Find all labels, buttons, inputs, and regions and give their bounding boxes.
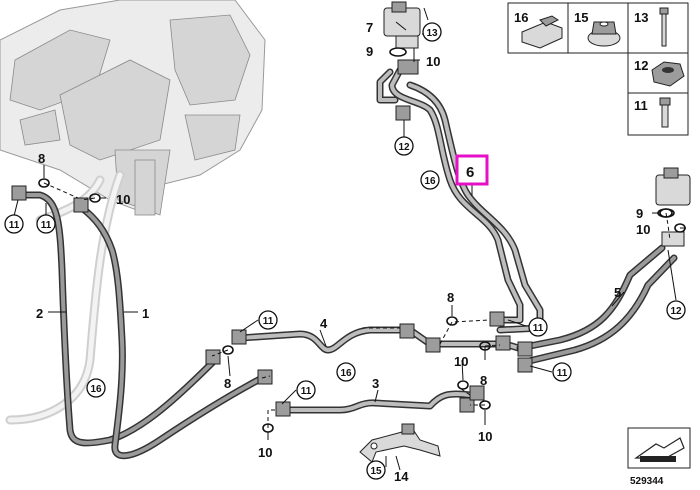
- seal-ring: [389, 47, 407, 57]
- diagram-reference-box: 529344: [627, 427, 691, 487]
- circled-16-c: 16: [420, 170, 440, 190]
- fittings: [11, 105, 533, 417]
- label-2: 2: [36, 306, 43, 321]
- svg-text:16: 16: [90, 384, 102, 395]
- legend-cell-11: [627, 92, 689, 136]
- legend-16-label: 16: [514, 10, 528, 25]
- legend-12-label: 12: [634, 58, 648, 73]
- o-rings: [38, 178, 686, 433]
- svg-text:16: 16: [340, 368, 352, 379]
- label-10-left: 10: [116, 192, 130, 207]
- label-10-top: 10: [426, 54, 440, 69]
- pipe-4: [236, 326, 529, 354]
- legend-11-label: 11: [634, 98, 648, 113]
- svg-text:12: 12: [670, 306, 682, 317]
- svg-text:12: 12: [398, 142, 410, 153]
- hose-2: [14, 191, 219, 447]
- circled-11-b: 11: [36, 214, 56, 234]
- circled-16-b: 16: [336, 362, 356, 382]
- label-8-top: 8: [447, 290, 454, 305]
- label-1: 1: [142, 306, 149, 321]
- hose-5: [516, 244, 678, 366]
- label-6: 6: [466, 164, 474, 181]
- highlight-box: [455, 154, 489, 186]
- legend-13-label: 13: [634, 10, 648, 25]
- svg-text:11: 11: [263, 316, 274, 327]
- nut-12-icon: [651, 61, 685, 87]
- number-labels: 1 2 3 4 5 7 8 8 8 8 9 9 10 10 10 10 10 1…: [36, 20, 650, 484]
- label-14: 14: [394, 469, 409, 484]
- circled-11-f: 11: [552, 362, 572, 382]
- label-8-left: 8: [38, 151, 45, 166]
- circled-12-a: 12: [394, 136, 414, 156]
- legend-cell-13: [627, 2, 689, 54]
- label-10-right: 10: [636, 222, 650, 237]
- label-9-right: 9: [636, 206, 643, 221]
- svg-text:11: 11: [9, 220, 20, 231]
- highlight-label-6[interactable]: 6: [455, 154, 489, 186]
- hose-1: [78, 204, 266, 460]
- valve-right: [655, 167, 691, 247]
- valve-7: [383, 1, 421, 75]
- label-8-right: 8: [480, 373, 487, 388]
- label-10-bottom-right: 10: [478, 429, 492, 444]
- svg-text:16: 16: [424, 176, 436, 187]
- nut-15-icon: [587, 21, 621, 47]
- label-10-mid: 10: [454, 354, 468, 369]
- diagram-id: 529344: [630, 476, 664, 487]
- legend-panel: 16 15 13 12 11: [507, 2, 689, 136]
- bolt-13-icon: [659, 7, 669, 47]
- label-7: 7: [366, 20, 373, 35]
- engine-block: [0, 0, 266, 216]
- bracket-14: [359, 423, 441, 463]
- pipe-3: [276, 388, 484, 414]
- circled-11-e: 11: [528, 317, 548, 337]
- legend-15-label: 15: [574, 10, 588, 25]
- circled-16-a: 16: [86, 378, 106, 398]
- svg-text:13: 13: [426, 28, 438, 39]
- svg-text:15: 15: [370, 466, 382, 477]
- circled-12-b: 12: [666, 300, 686, 320]
- circled-11-d: 11: [296, 380, 316, 400]
- label-4: 4: [320, 316, 328, 331]
- label-8-mid: 8: [224, 376, 231, 391]
- circled-13: 13: [422, 22, 442, 42]
- svg-text:11: 11: [301, 386, 312, 397]
- svg-text:11: 11: [557, 368, 568, 379]
- label-3: 3: [372, 376, 379, 391]
- dashed-leaders: [43, 182, 671, 428]
- label-10-bottom-left: 10: [258, 445, 272, 460]
- svg-text:11: 11: [41, 220, 52, 231]
- svg-text:11: 11: [533, 323, 544, 334]
- circled-11-c: 11: [258, 310, 278, 330]
- circled-11-a: 11: [4, 214, 24, 234]
- circled-labels: 11 11 11 11 11 11 12 12 13 15 16 16 16: [4, 22, 686, 480]
- bolt-11-icon: [659, 97, 671, 128]
- clip-16-icon: [521, 15, 563, 49]
- label-9-top: 9: [366, 44, 373, 59]
- label-5: 5: [614, 285, 621, 300]
- circled-15: 15: [366, 460, 386, 480]
